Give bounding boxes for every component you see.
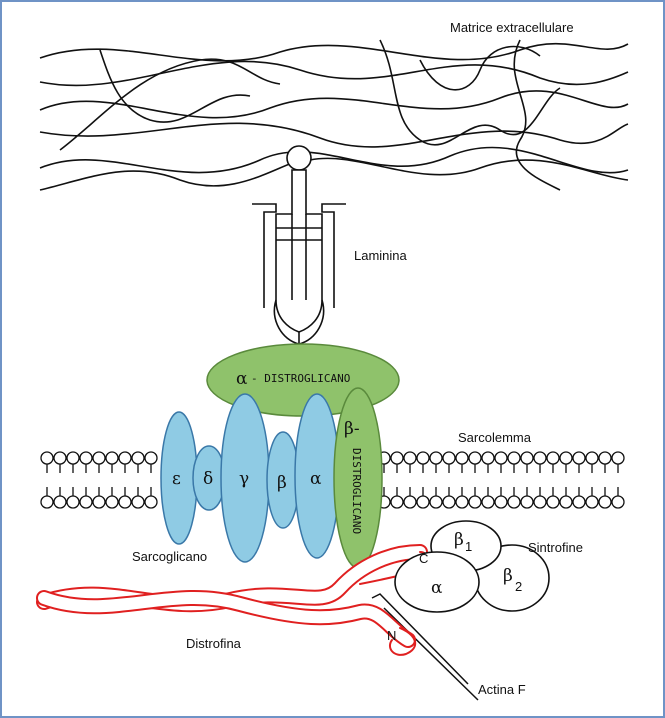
sarcoglycan-epsilon-label: ε	[172, 469, 181, 489]
lipid-head	[507, 451, 521, 465]
sarcoglycan-label: Sarcoglicano	[132, 549, 207, 564]
lipid-head	[92, 495, 106, 509]
lipid-head	[546, 451, 560, 465]
lipid-head	[494, 451, 508, 465]
lipid-head	[481, 451, 495, 465]
lipid-head	[390, 495, 404, 509]
lipid-head	[611, 451, 625, 465]
sarcolemma-bilayer	[40, 451, 625, 509]
lipid-head	[144, 495, 158, 509]
lipid-head	[533, 495, 547, 509]
lipid-head	[416, 451, 430, 465]
syntrophin-alpha-symbol: α	[431, 578, 443, 598]
lipid-head	[546, 495, 560, 509]
lipid-head	[118, 495, 132, 509]
lipid-head	[494, 495, 508, 509]
lipid-head	[598, 451, 612, 465]
beta-dystroglycan-symbol: β-	[344, 419, 360, 439]
extracellular-matrix-label: Matrice extracellulare	[450, 20, 574, 35]
lipid-head	[520, 495, 534, 509]
lipid-head	[53, 451, 67, 465]
lipid-head	[559, 495, 573, 509]
lipid-head	[598, 495, 612, 509]
lipid-head	[455, 451, 469, 465]
syntrophin-beta1-symbol: β	[454, 530, 464, 550]
lipid-head	[118, 451, 132, 465]
lipid-head	[66, 495, 80, 509]
lipid-head	[468, 495, 482, 509]
lipid-head	[611, 495, 625, 509]
lipid-head	[131, 495, 145, 509]
lipid-head	[442, 495, 456, 509]
lipid-head	[507, 495, 521, 509]
syntrophin-beta2-symbol: β	[503, 566, 513, 586]
alpha-dystroglycan-label: - DISTROGLICANO	[251, 372, 350, 385]
lipid-head	[533, 451, 547, 465]
lipid-head	[585, 451, 599, 465]
lipid-head	[572, 451, 586, 465]
lipid-head	[403, 451, 417, 465]
beta-dystroglycan-label: DISTROGLICANO	[350, 448, 363, 534]
lipid-head	[79, 495, 93, 509]
lipid-head	[40, 495, 54, 509]
lipid-head	[481, 495, 495, 509]
alpha-dystroglycan-symbol: α	[236, 369, 248, 389]
lipid-head	[455, 495, 469, 509]
lipid-head	[403, 495, 417, 509]
syntrophins-label: Sintrofine	[528, 540, 583, 555]
sarcoglycan-beta-label: β	[277, 473, 287, 493]
lipid-head	[468, 451, 482, 465]
lipid-head	[131, 451, 145, 465]
lipid-head	[585, 495, 599, 509]
lipid-head	[390, 451, 404, 465]
dystrophin-label: Distrofina	[186, 636, 242, 651]
sarcoglycan-delta-label: δ	[203, 469, 213, 489]
dystrophin-c-terminus-label: C	[419, 551, 428, 566]
lipid-head	[429, 451, 443, 465]
actin-label: Actina F	[478, 682, 526, 697]
actin-filament	[371, 593, 479, 701]
extracellular-matrix-fibers	[39, 39, 629, 191]
lipid-head	[429, 495, 443, 509]
lipid-head	[416, 495, 430, 509]
lipid-head	[79, 451, 93, 465]
lipid-head	[105, 495, 119, 509]
laminin-label: Laminina	[354, 248, 408, 263]
sarcoglycan-complex	[160, 393, 340, 563]
lipid-head	[66, 451, 80, 465]
lipid-head	[144, 451, 158, 465]
sarcolemma-label: Sarcolemma	[458, 430, 532, 445]
lipid-head	[442, 451, 456, 465]
syntrophin-beta1-subscript: 1	[465, 539, 472, 554]
sarcoglycan-alpha-label: α	[310, 469, 322, 489]
syntrophin-alpha	[394, 551, 480, 613]
lipid-head	[53, 495, 67, 509]
laminin	[252, 145, 346, 352]
syntrophins	[394, 520, 550, 613]
lipid-head	[105, 451, 119, 465]
lipid-head	[92, 451, 106, 465]
lipid-head	[572, 495, 586, 509]
dystrophin-n-terminus-label: N	[387, 628, 396, 643]
syntrophin-beta2-subscript: 2	[515, 579, 522, 594]
lipid-head	[520, 451, 534, 465]
sarcoglycan-gamma-label: γ	[239, 469, 249, 489]
lipid-head	[559, 451, 573, 465]
lipid-head	[40, 451, 54, 465]
